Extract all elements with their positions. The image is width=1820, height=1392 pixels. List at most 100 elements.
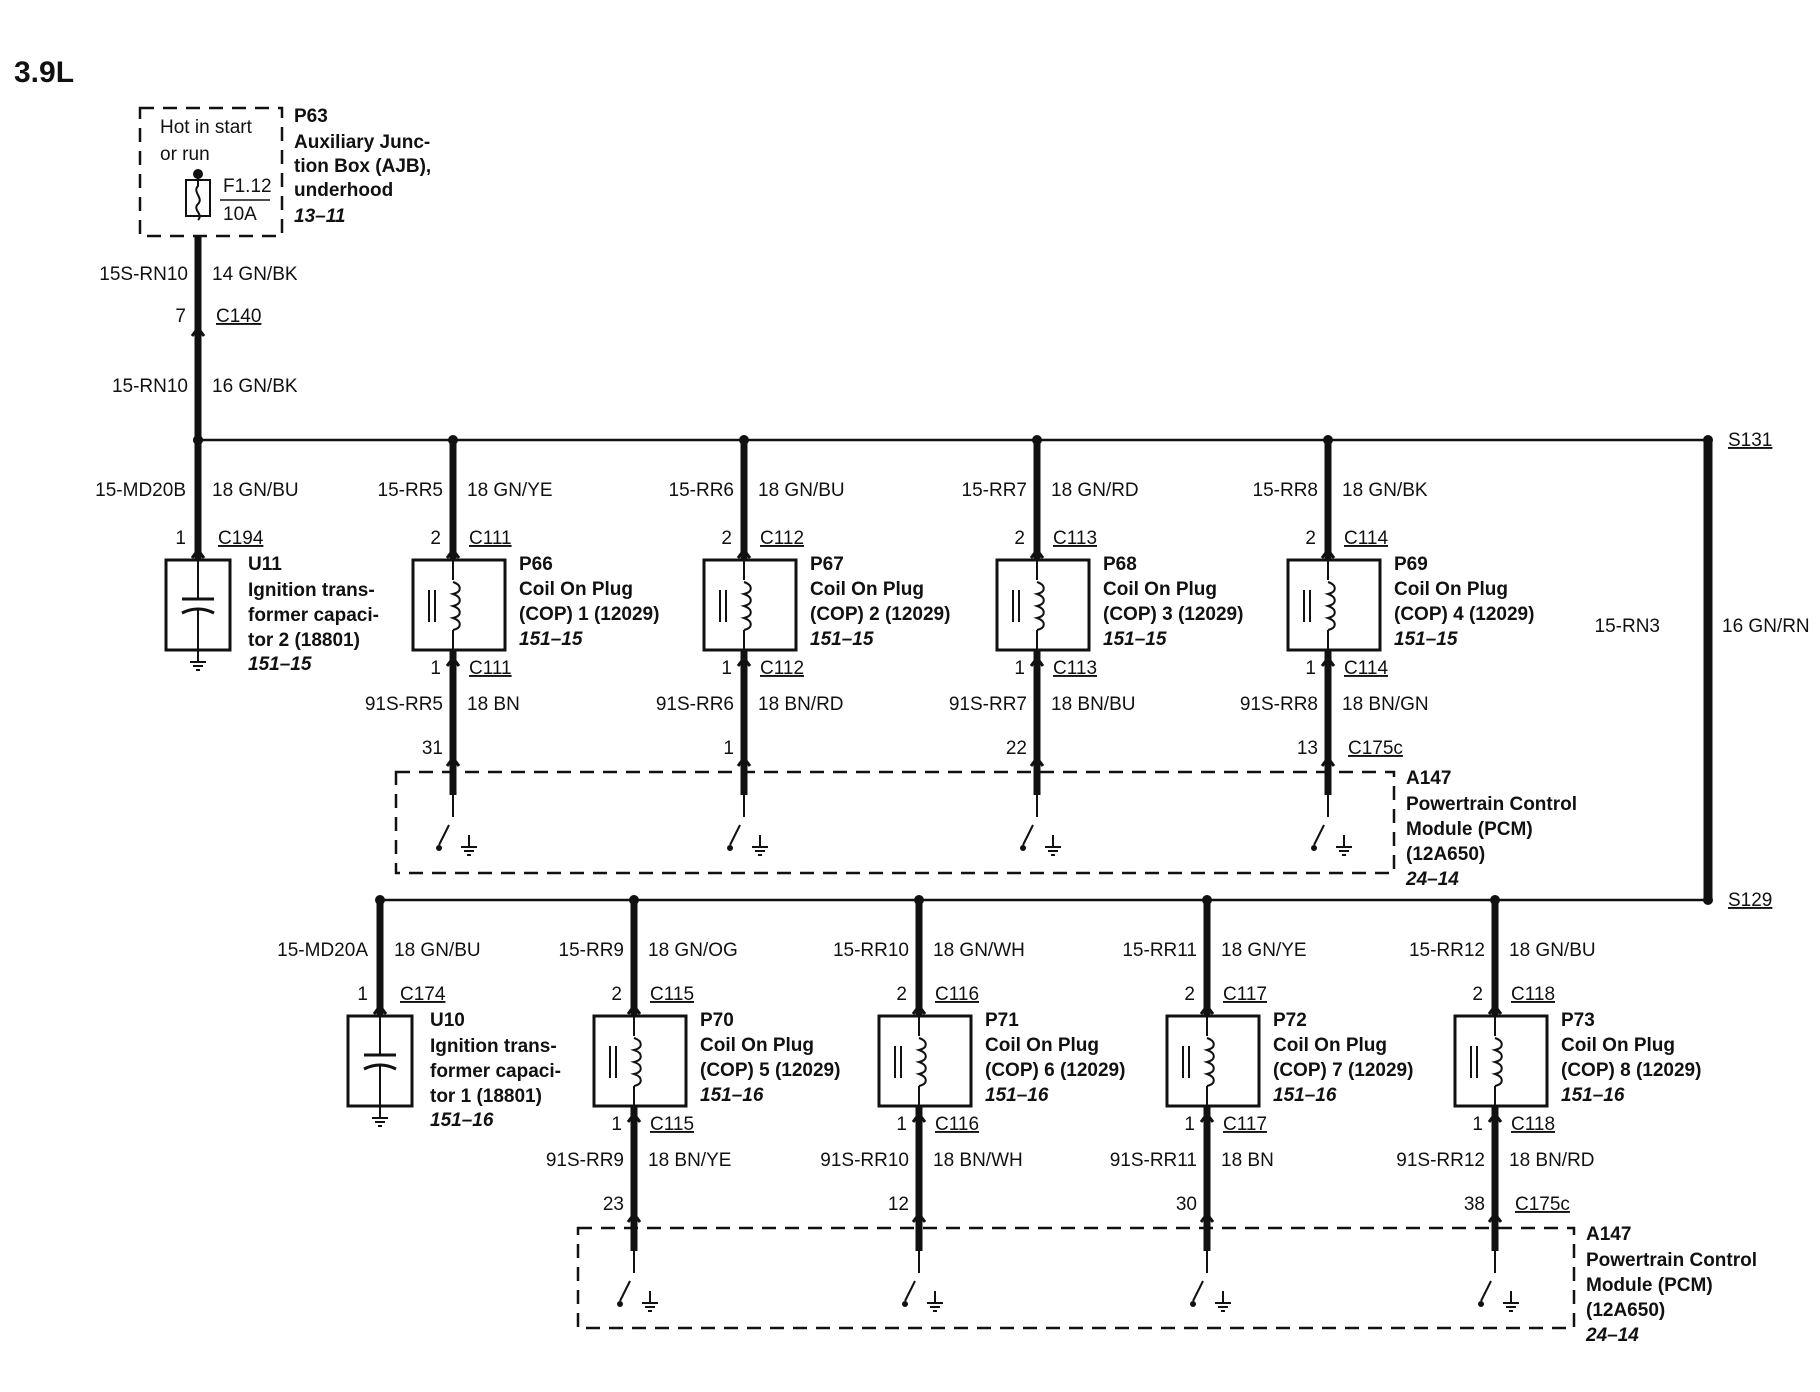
coil-connector-arrow (445, 547, 461, 559)
feed-pin: 7 (175, 306, 186, 327)
coil-ref: P69 (1394, 554, 1428, 575)
coil-ref: P72 (1273, 1010, 1307, 1031)
pcm-driver-switch (1311, 795, 1329, 851)
capacitor-wire-color: 18 GN/BU (212, 480, 299, 501)
coil-icon (894, 1037, 927, 1087)
coil-pin-out: 1 (1305, 658, 1316, 679)
coil-out-circuit: 91S-RR7 (949, 694, 1027, 715)
coil-in-circuit: 15-RR8 (1253, 480, 1318, 501)
pcm-connector-arrow (1320, 755, 1336, 767)
coil-page: 151–15 (1103, 629, 1167, 650)
page-title: 3.9L (14, 56, 74, 89)
coil-connector-out: C111 (469, 658, 512, 679)
pcm-connector-arrow (1199, 1211, 1215, 1223)
coil-page: 151–15 (1394, 629, 1458, 650)
coil-connector-arrow (911, 1111, 927, 1123)
switch-blade (1313, 824, 1325, 846)
coil-out-circuit: 91S-RR5 (365, 694, 443, 715)
pcm-connector: C175c (1515, 1194, 1570, 1215)
switch-blade (1480, 1280, 1492, 1302)
coil-connector-in: C113 (1053, 528, 1097, 549)
switch-contact (617, 1301, 623, 1307)
coil-connector-in: C116 (935, 984, 979, 1005)
switch-blade (904, 1280, 916, 1302)
coil-out-circuit: 91S-RR11 (1110, 1150, 1197, 1171)
coil-in-circuit: 15-RR6 (669, 480, 734, 501)
coil-name: (COP) 1 (12029) (519, 604, 659, 625)
feed-circuit: 15-RN10 (112, 376, 188, 397)
coil-connector-in: C118 (1511, 984, 1555, 1005)
coil-page: 151–16 (985, 1085, 1049, 1106)
coil-connector-arrow (1199, 1111, 1215, 1123)
pcm-outline (394, 770, 1396, 875)
pcm-ref: A147 (1406, 768, 1451, 789)
pcm-driver-switch (617, 1251, 635, 1307)
coil-name: (COP) 7 (12029) (1273, 1060, 1413, 1081)
coil-connector-arrow (626, 1111, 642, 1123)
coil-out-circuit: 91S-RR12 (1396, 1150, 1485, 1171)
capacitor-name: former capaci- (430, 1061, 561, 1082)
coil-in-wire-color: 18 GN/BU (1509, 940, 1596, 961)
switch-contact (436, 845, 442, 851)
pcm-pin: 12 (888, 1194, 909, 1215)
coil-connector-arrow (736, 547, 752, 559)
pcm-name: Powertrain Control (1586, 1250, 1757, 1271)
coil-out-wire-color: 18 BN/GN (1342, 694, 1429, 715)
feed-circuit: 15S-RN10 (99, 264, 188, 285)
coil-box (1286, 558, 1382, 652)
fuse-dot (193, 169, 203, 179)
coil-in-circuit: 15-RR5 (378, 480, 443, 501)
coil-connector-in: C115 (650, 984, 694, 1005)
ground-icon (1215, 1291, 1231, 1312)
capacitor-name: tor 2 (18801) (248, 630, 360, 651)
coil-connector-in: C114 (1344, 528, 1388, 549)
capacitor-page: 151–16 (430, 1110, 494, 1131)
winding (449, 581, 461, 631)
coil-pin-in: 2 (1305, 528, 1316, 549)
coil-connector-out: C114 (1344, 658, 1388, 679)
ground-icon (190, 650, 206, 671)
coil-in-wire-color: 18 GN/BK (1342, 480, 1428, 501)
coil-connector-in: C117 (1223, 984, 1267, 1005)
capacitor-pin: 1 (357, 984, 368, 1005)
capacitor-ref: U11 (248, 554, 282, 575)
coil-connector-arrow (1320, 655, 1336, 667)
pcm-page: 24–14 (1405, 869, 1459, 890)
pcm-connector-arrow (445, 755, 461, 767)
coil-ref: P66 (519, 554, 553, 575)
coil-pin-in: 2 (1014, 528, 1025, 549)
winding (740, 581, 752, 631)
pcm-name: (12A650) (1406, 844, 1485, 865)
capacitor-ref: U10 (430, 1010, 465, 1031)
coil-in-wire-color: 18 GN/BU (758, 480, 845, 501)
coil-out-wire-color: 18 BN/RD (1509, 1150, 1595, 1171)
capacitor-circuit: 15-MD20A (277, 940, 368, 961)
pcm-connector-arrow (1487, 1211, 1503, 1223)
pcm-connector-arrow (626, 1211, 642, 1223)
capacitor-name: former capaci- (248, 605, 379, 626)
capacitor-pin: 1 (175, 528, 186, 549)
coil-pin-in: 2 (430, 528, 441, 549)
coil-connector-arrow (445, 655, 461, 667)
coil-ref: P70 (700, 1010, 734, 1031)
coil-out-wire-color: 18 BN/BU (1051, 694, 1135, 715)
coil-name: Coil On Plug (1394, 579, 1508, 600)
coil-out-wire-color: 18 BN/WH (933, 1150, 1023, 1171)
coil-ref: P68 (1103, 554, 1137, 575)
pcm-pin: 30 (1176, 1194, 1197, 1215)
fuse-id: F1.12 (223, 176, 272, 197)
switch-blade (1022, 824, 1034, 846)
coil-name: Coil On Plug (700, 1035, 814, 1056)
pcm-driver-switch (1478, 1251, 1496, 1307)
coil-connector-in: C111 (469, 528, 512, 549)
capacitor-icon (363, 1016, 397, 1106)
coil-box (1165, 1014, 1261, 1108)
coil-in-circuit: 15-RR10 (833, 940, 909, 961)
coil-pin-out: 1 (1184, 1114, 1195, 1135)
coil-in-wire-color: 18 GN/RD (1051, 480, 1139, 501)
coil-name: (COP) 4 (12029) (1394, 604, 1534, 625)
coil-box (702, 558, 798, 652)
capacitor-name: Ignition trans- (430, 1036, 557, 1057)
switch-contact (1311, 845, 1317, 851)
